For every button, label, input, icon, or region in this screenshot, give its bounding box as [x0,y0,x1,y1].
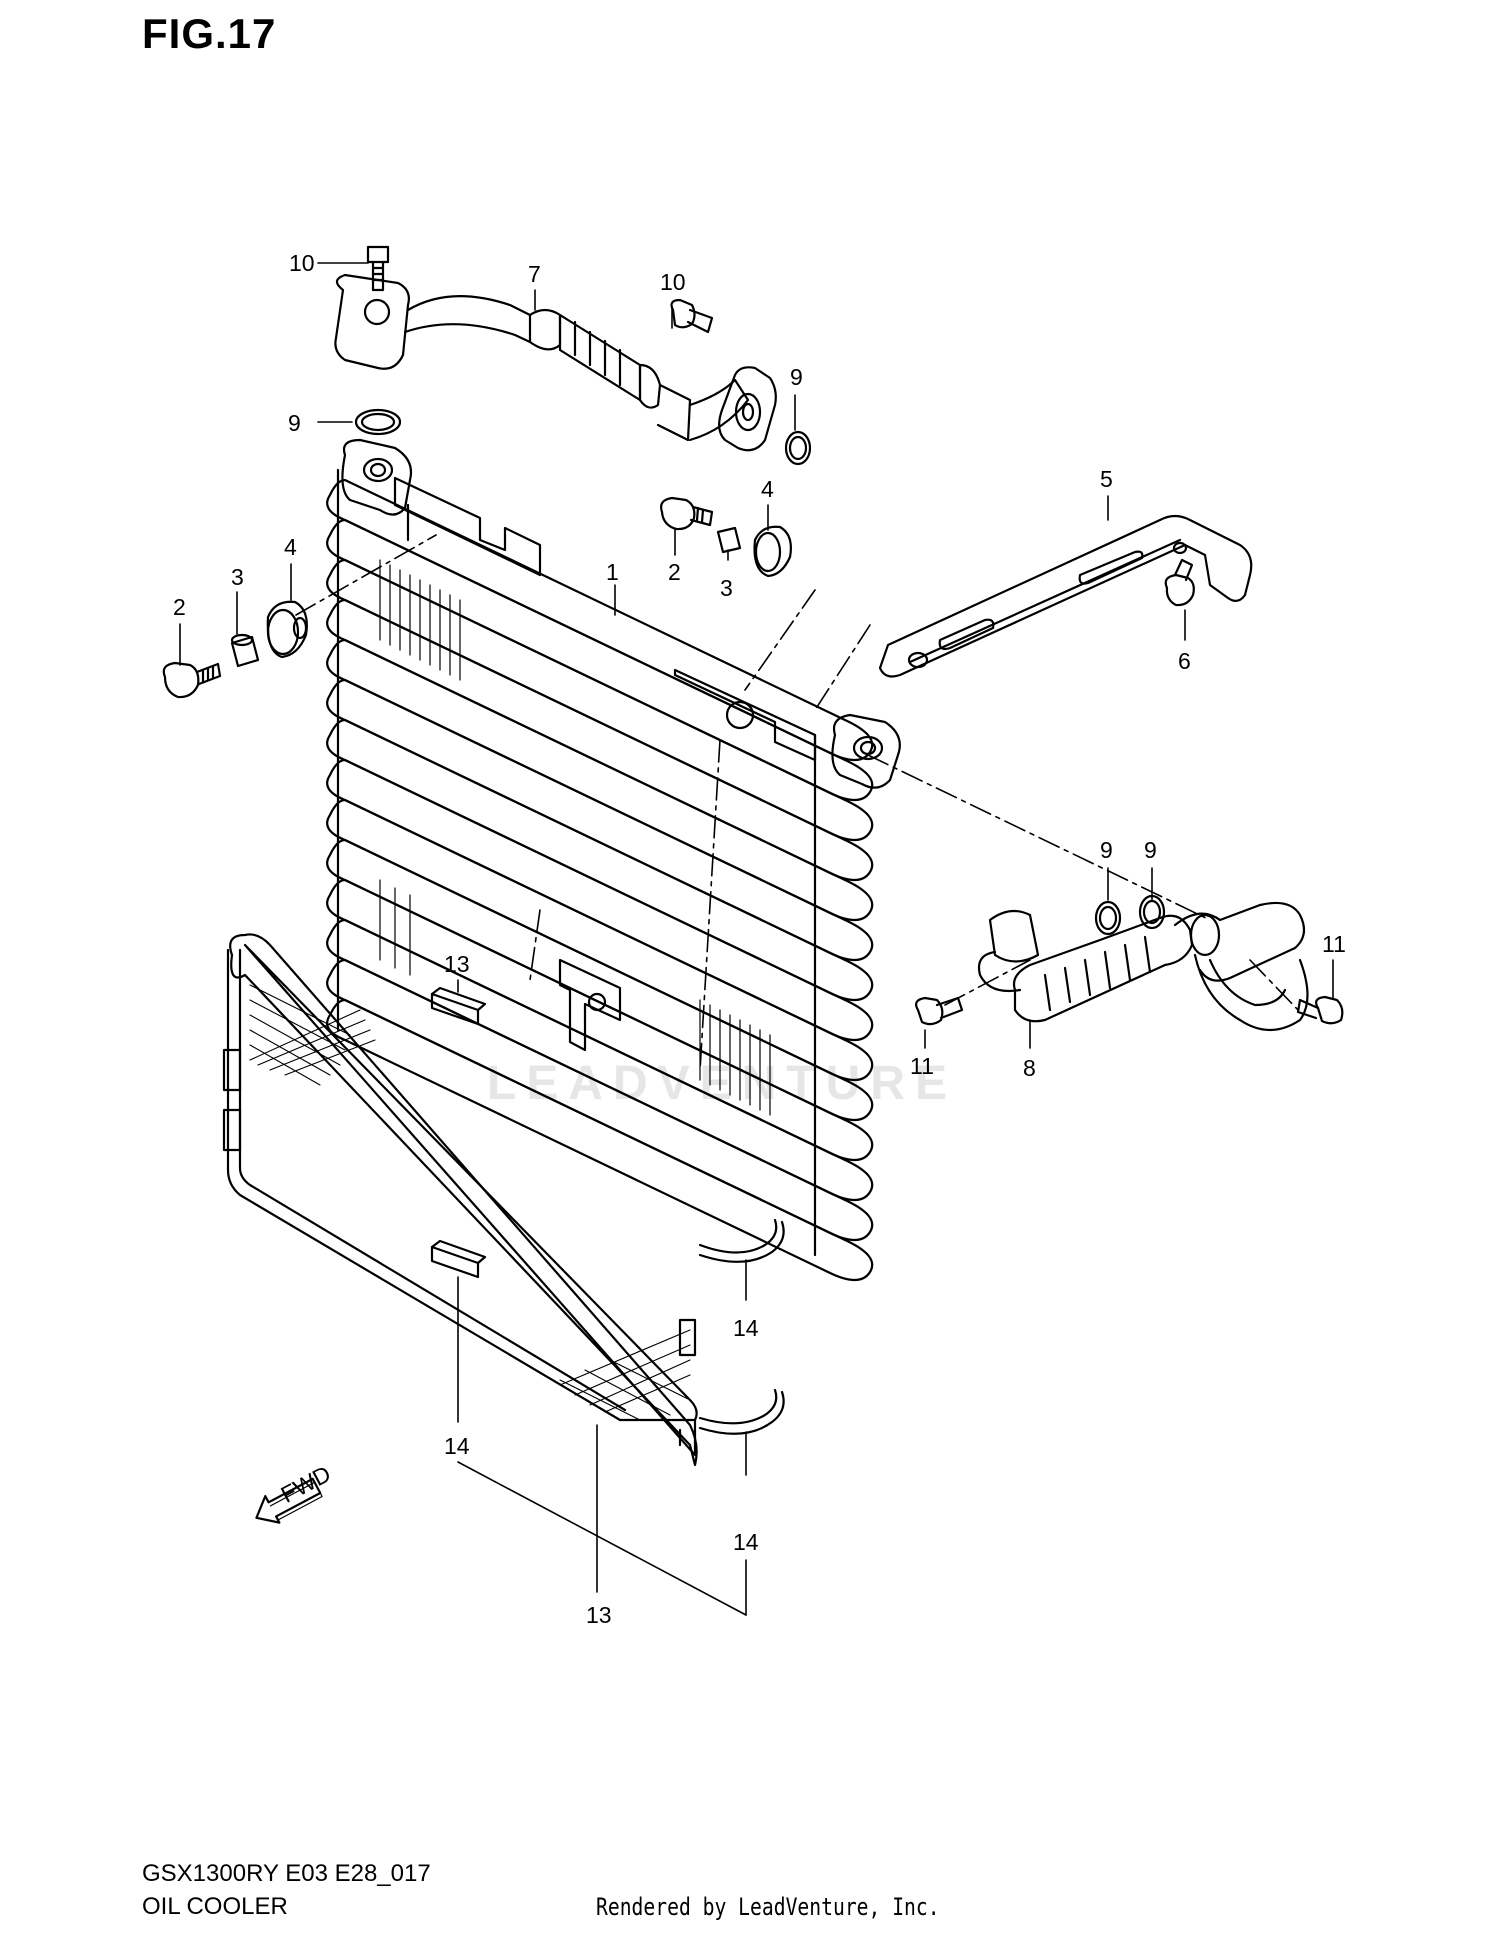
bolt-bracket[interactable] [1164,558,1195,607]
callout-1: 1 [606,559,619,585]
bolt-hose-upper-right[interactable] [670,298,714,334]
callout-11b: 11 [1322,931,1346,957]
callout-12: 13 [586,1602,612,1628]
clip-lower[interactable] [698,1388,785,1435]
gasket-upper-left[interactable] [354,408,402,436]
gasket-upper-right[interactable] [784,430,812,466]
callout-10a: 10 [289,250,315,276]
bolt-hose-upper-left[interactable] [366,245,390,292]
bolt-hose-lower-right[interactable] [1296,995,1344,1025]
callout-5: 5 [1100,466,1113,492]
callout-14b: 14 [733,1529,759,1555]
assembly-name: OIL COOLER [142,1893,288,1920]
cushion-upper[interactable] [430,986,487,1026]
callout-2b: 2 [668,559,681,585]
callout-2a: 2 [173,594,186,620]
rendered-by-credit: Rendered by LeadVenture, Inc. [596,1893,940,1921]
model-code: GSX1300RY E03 E28_017 [142,1860,431,1887]
clip-upper[interactable] [698,1218,785,1263]
callout-11a: 11 [910,1053,934,1079]
oil-cooler-bracket[interactable] [878,514,1253,678]
callout-14a: 14 [733,1315,759,1341]
oil-hose-lower[interactable] [977,901,1309,1031]
bolt-left[interactable] [162,661,222,699]
oil-cooler-guard[interactable] [222,933,698,1467]
figure-title: FIG.17 [142,10,277,57]
bolt-hose-lower-left[interactable] [915,996,964,1026]
callout-13a: 13 [444,951,470,977]
callout-8: 8 [1023,1055,1036,1081]
grommet-right[interactable] [753,525,792,578]
fwd-arrow-icon [255,1477,323,1524]
callout-3b: 3 [720,575,733,601]
grommet-left[interactable] [266,600,308,659]
callout-9a: 9 [288,410,301,436]
callout-3a: 3 [231,564,244,590]
callout-9d: 9 [1144,837,1157,863]
gasket-lower-left[interactable] [1094,900,1122,936]
oil-cooler-core[interactable] [326,438,901,1282]
callout-10b: 10 [660,269,686,295]
callout-9b: 9 [790,364,803,390]
callout-7: 7 [528,261,541,287]
bolt-right[interactable] [660,496,714,531]
collar-right[interactable] [716,526,742,554]
cushion-lower[interactable] [430,1239,487,1279]
oil-hose-upper[interactable] [334,273,777,452]
callout-9c: 9 [1100,837,1113,863]
callout-13b: 14 [444,1433,470,1459]
callout-6: 6 [1178,648,1191,674]
callout-4a: 4 [284,534,297,560]
collar-left[interactable] [230,633,260,668]
callout-4b: 4 [761,476,774,502]
